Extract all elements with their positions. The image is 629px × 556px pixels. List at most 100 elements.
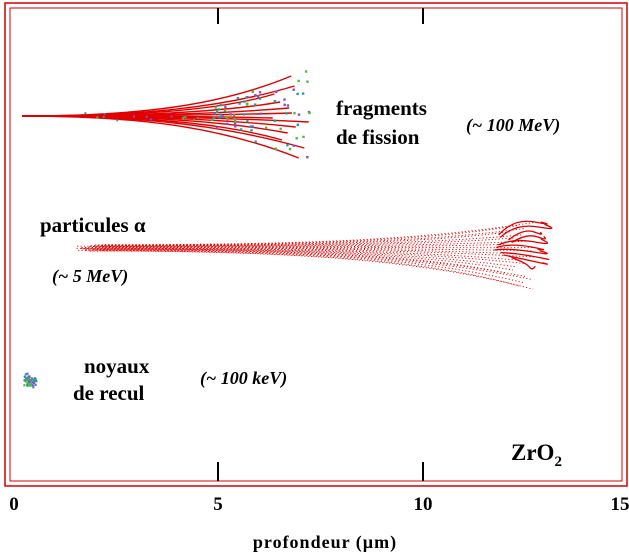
recoil-cascade-dot	[25, 377, 28, 380]
recoil-energy-label: (~ 100 keV)	[200, 368, 287, 389]
recoil-cascade-dot	[34, 383, 37, 386]
fission-cascade-dot	[249, 125, 252, 128]
plot-frame-outer	[4, 2, 628, 487]
recoil-cascade-dot	[24, 379, 27, 382]
recoil-cascade-dot	[28, 375, 31, 378]
fission-cascade-dot	[259, 112, 262, 115]
alpha-track-end	[494, 248, 548, 255]
fission-cascade-dot	[302, 135, 305, 139]
fission-cascade-dot	[265, 126, 268, 129]
fission-cascade-dot	[210, 118, 214, 121]
fission-cascade-dot	[274, 147, 277, 150]
fission-cascade-dot	[232, 114, 236, 117]
fission-cascade-dot	[295, 137, 298, 140]
fission-cascade-dot	[214, 106, 217, 109]
fission-cascade-dot	[193, 119, 196, 122]
alpha-track-end	[511, 235, 546, 244]
fission-cascade-dot	[183, 116, 186, 119]
recoil-cascade-dot	[32, 386, 35, 389]
alpha-track	[95, 243, 505, 248]
fission-fragment-tracks	[22, 70, 311, 159]
fission-cascade-dot	[233, 122, 237, 125]
fission-cascade-dot	[293, 111, 296, 115]
alpha-track-end	[497, 238, 549, 246]
fission-cascade-dot	[84, 112, 87, 115]
fission-cascade-dot	[96, 116, 99, 119]
alpha-track	[102, 249, 525, 284]
tick-label-10: 10	[414, 494, 433, 515]
plot-frame-inner	[9, 7, 623, 482]
fission-cascade-dot	[116, 119, 119, 122]
fission-cascade-dot	[292, 144, 295, 147]
recoil-cascade-dot	[33, 381, 36, 385]
fission-cascade-dot	[297, 79, 300, 83]
alpha-track	[95, 246, 534, 249]
recoil-cascade-dot	[26, 372, 29, 375]
fission-cascade-dot	[149, 118, 152, 121]
fission-cascade-dot	[103, 113, 106, 115]
fission-cascade-dot	[254, 140, 257, 143]
fission-track	[22, 115, 300, 159]
fission-cascade-dot	[258, 97, 262, 100]
alpha-track	[89, 240, 526, 247]
fission-cascade-dot	[273, 100, 277, 103]
tick-label-15: 15	[611, 494, 629, 515]
fission-cascade-dot	[292, 88, 295, 91]
alpha-track	[84, 247, 521, 255]
fission-track	[22, 115, 288, 134]
alpha-track	[76, 247, 521, 261]
recoil-cascade-dot	[24, 380, 27, 383]
fission-cascade-dot	[283, 98, 286, 101]
alpha-track	[104, 221, 537, 246]
alpha-track	[84, 248, 513, 271]
recoil-cascade-dot	[31, 384, 34, 387]
alpha-track	[78, 250, 520, 287]
fission-cascade-dot	[250, 129, 253, 132]
tick-label-5: 5	[213, 494, 223, 515]
recoil-cascade-dot	[27, 377, 30, 381]
alpha-track-end	[498, 220, 548, 236]
fission-cascade-dot	[170, 115, 173, 118]
alpha-track-end	[508, 230, 543, 241]
fission-cascade-dot	[215, 126, 219, 129]
fission-cascade-dot	[246, 96, 249, 99]
fission-track	[22, 93, 275, 117]
fission-cascade-dot	[254, 103, 257, 106]
fission-cascade-dot	[229, 113, 232, 116]
fission-cascade-dot	[102, 116, 105, 118]
recoil-label-line2: de recul	[73, 381, 145, 405]
fission-cascade-dot	[226, 117, 229, 121]
fission-cascade-dot	[181, 117, 184, 120]
recoil-cascade-dot	[23, 375, 26, 378]
material-label: ZrO2	[511, 440, 562, 470]
alpha-track	[77, 237, 514, 247]
recoil-cascade-dot	[23, 384, 26, 387]
recoil-cascade-dot	[28, 380, 31, 383]
fission-cascade-dot	[246, 120, 249, 123]
fission-cascade-dot	[219, 113, 222, 116]
fission-cascade-dot	[279, 127, 282, 131]
fission-cascade-dot	[286, 144, 289, 147]
recoil-cascade-dot	[26, 384, 29, 387]
recoil-cascade-dot	[32, 378, 36, 381]
fission-cascade-dot	[224, 105, 227, 109]
recoil-cascade-dot	[26, 381, 29, 384]
alpha-track	[95, 224, 520, 246]
alpha-track-end	[499, 223, 553, 238]
fission-cascade-dot	[218, 116, 221, 119]
alpha-track	[85, 249, 533, 281]
fission-cascade-dot	[296, 92, 299, 96]
fission-cascade-dot	[258, 91, 262, 94]
fission-cascade-dot	[304, 70, 308, 73]
x-axis-title: profondeur (µm)	[253, 532, 397, 553]
fission-label-line1: fragments	[336, 96, 427, 120]
fission-cascade-dot	[286, 104, 290, 107]
recoil-cascade-dot	[33, 377, 36, 380]
recoil-cascade-dot	[26, 378, 29, 381]
fission-cascade-dot	[217, 108, 220, 111]
fission-cascade-dot	[133, 115, 135, 118]
fission-cascade-dot	[285, 112, 288, 115]
fission-cascade-dot	[297, 113, 301, 116]
fission-cascade-dot	[226, 122, 229, 125]
